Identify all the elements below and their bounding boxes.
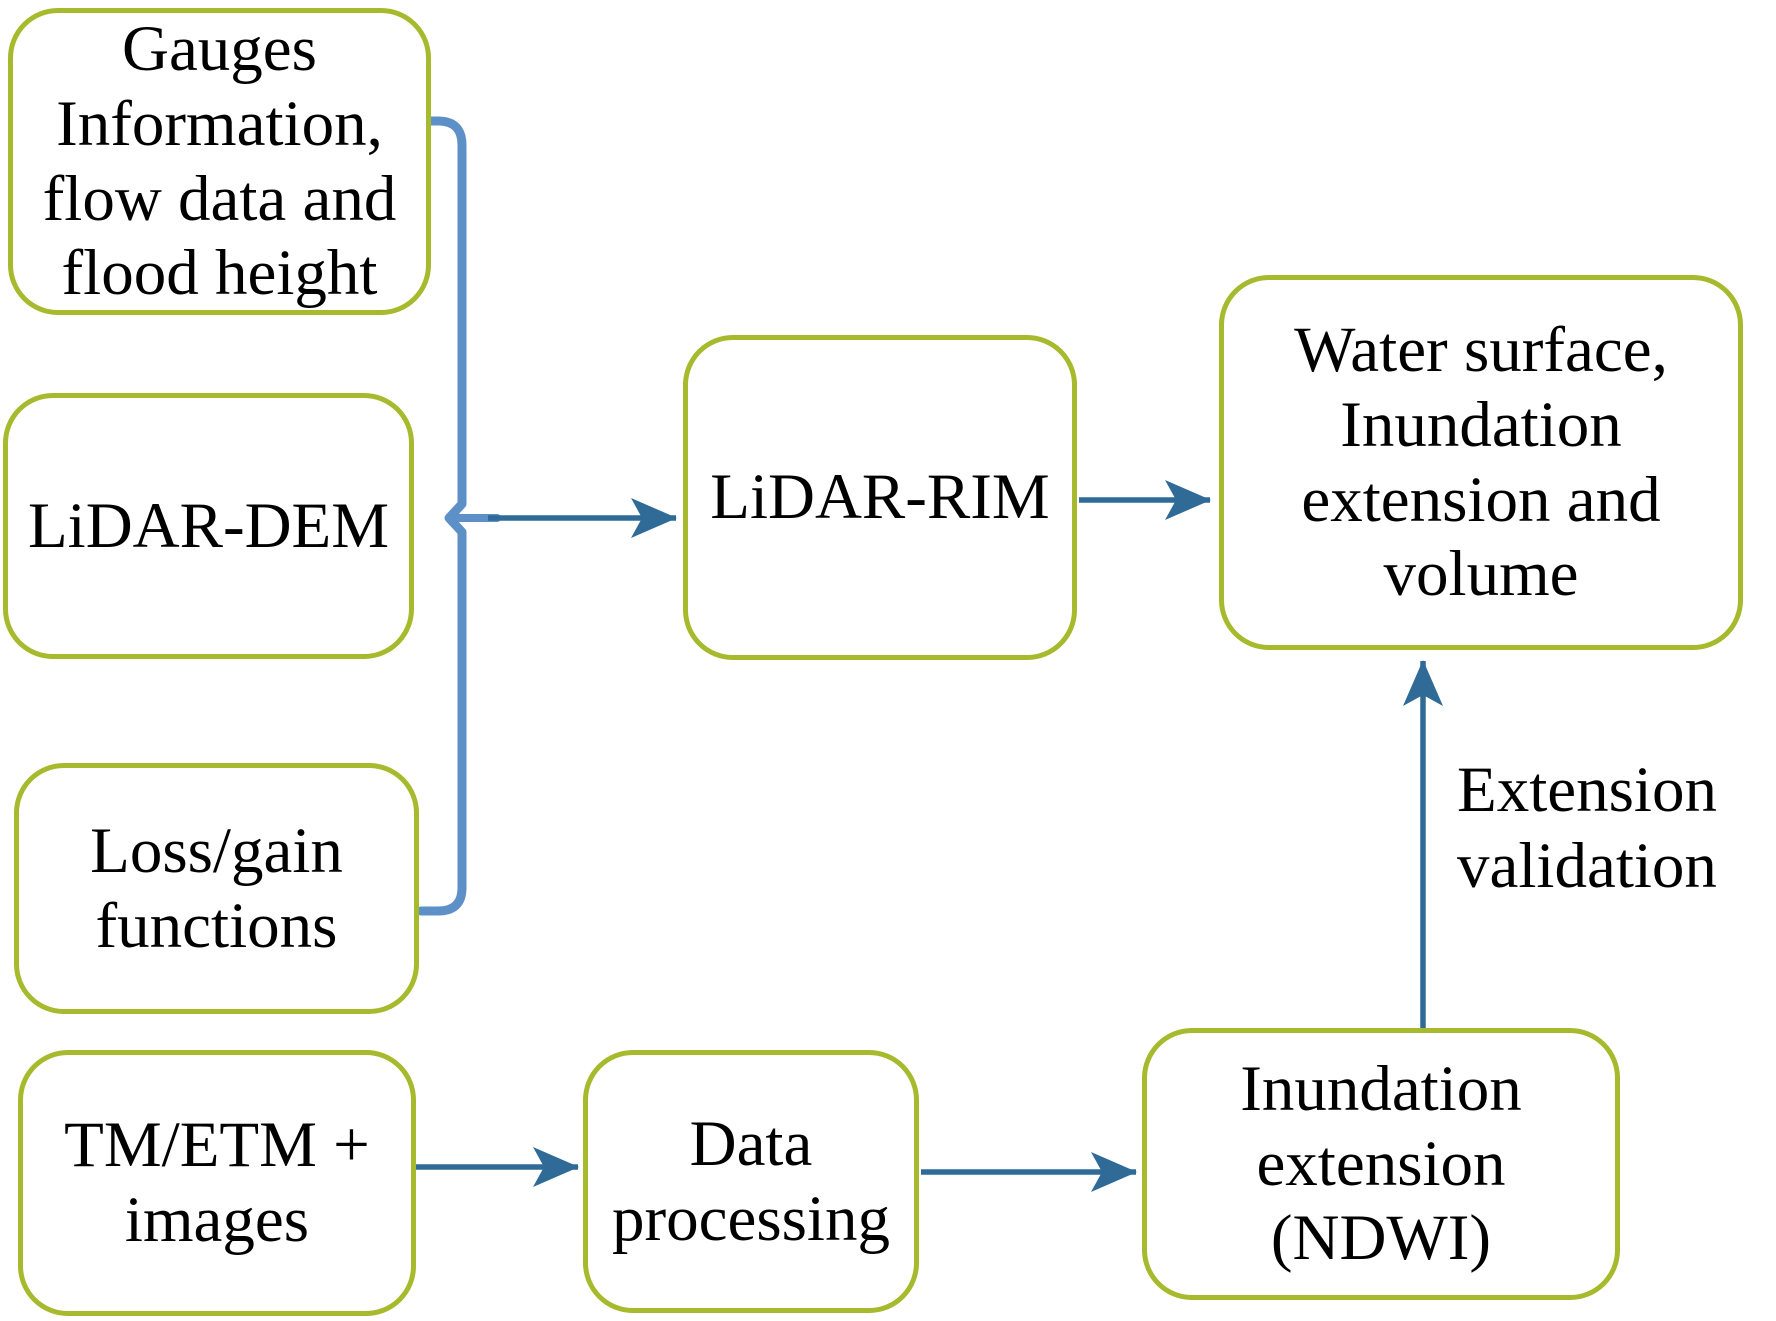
box-lidar-dem-label: LiDAR-DEM bbox=[27, 489, 390, 562]
box-water-surface-label: Water surface, Inundation extension and … bbox=[1294, 314, 1668, 611]
extension-validation-label: Extension validation bbox=[1457, 754, 1717, 903]
box-gauges: Gauges Information, flow data and flood … bbox=[8, 8, 431, 315]
box-ndwi-label: Inundation extension (NDWI) bbox=[1240, 1052, 1522, 1275]
box-water-surface: Water surface, Inundation extension and … bbox=[1219, 275, 1743, 650]
box-loss-gain-label: Loss/gain functions bbox=[90, 814, 343, 962]
box-ndwi: Inundation extension (NDWI) bbox=[1142, 1028, 1620, 1300]
box-gauges-label: Gauges Information, flow data and flood … bbox=[42, 13, 397, 310]
box-data-processing-label: Data processing bbox=[612, 1107, 890, 1255]
box-loss-gain: Loss/gain functions bbox=[14, 763, 419, 1014]
box-lidar-rim-label: LiDAR-RIM bbox=[710, 461, 1050, 534]
box-tm-etm: TM/ETM + images bbox=[18, 1050, 416, 1316]
box-lidar-dem: LiDAR-DEM bbox=[3, 393, 414, 659]
box-lidar-rim: LiDAR-RIM bbox=[683, 335, 1077, 660]
box-tm-etm-label: TM/ETM + images bbox=[64, 1109, 370, 1256]
box-data-processing: Data processing bbox=[583, 1050, 919, 1313]
